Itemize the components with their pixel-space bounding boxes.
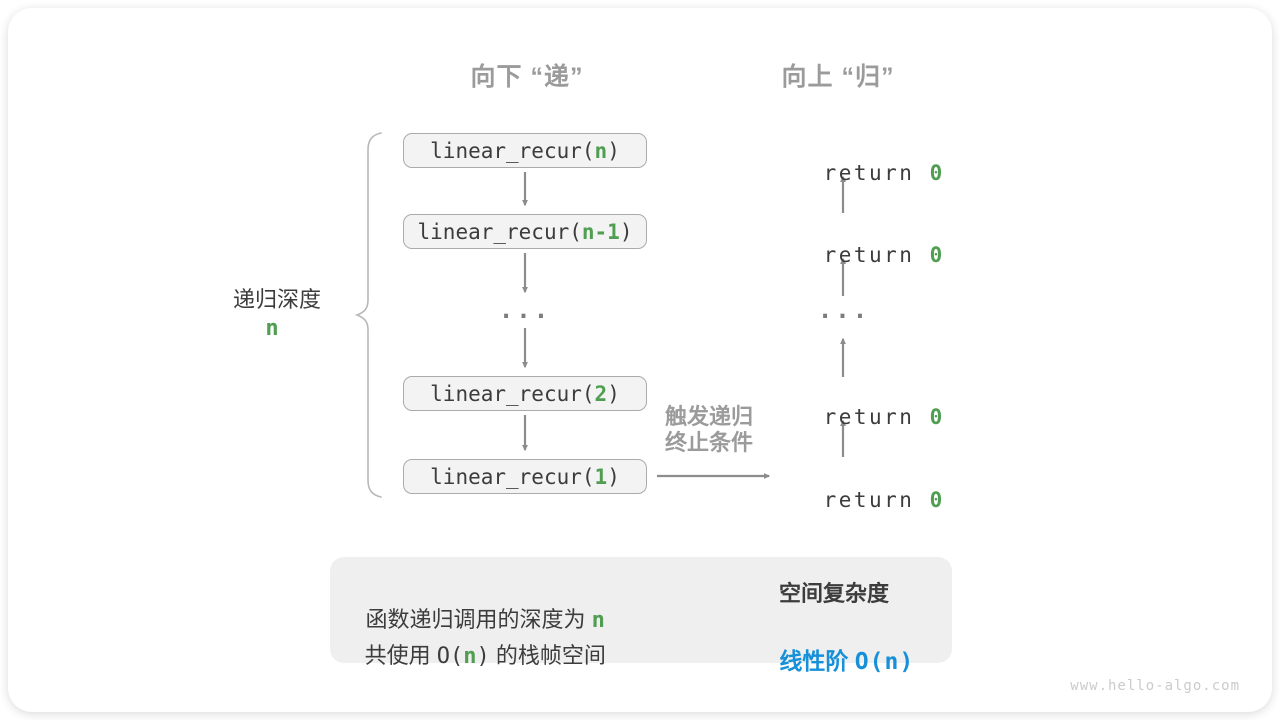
call-box-n: linear_recur(n) [403,133,647,168]
trigger-line-1: 触发递归 [664,404,753,429]
return-row-4: return 0 [763,464,943,536]
return-row-2: return 0 [763,219,943,291]
call-text: linear_recur( [430,381,595,406]
call-arg: n-1 [581,219,620,244]
return-keyword: return [823,488,930,512]
return-keyword: return [823,243,930,267]
trigger-line-2: 终止条件 [664,430,753,455]
call-text: linear_recur( [430,138,595,163]
result-big-o: O(n) [854,649,915,675]
summary-n: n [591,608,605,633]
summary-line-1: 函数递归调用的深度为 n [340,576,606,660]
return-ellipsis: ... [817,296,871,324]
call-arg: 2 [594,381,608,406]
return-value: 0 [929,161,945,185]
summary-n: n [463,644,477,669]
call-text: linear_recur( [430,464,595,489]
header-return-up: 向上 “归” [781,63,895,91]
header-recurse-down: 向下 “递” [470,63,584,91]
depth-value: n [265,316,279,341]
summary-text: 函数递归调用的深度为 [365,607,592,632]
call-text: ) [607,381,620,406]
call-text: ) [607,138,620,163]
call-box-2: linear_recur(2) [403,376,647,411]
trigger-annotation: 触发递归 终止条件 [653,404,765,456]
call-text: ) [607,464,620,489]
return-row-3: return 0 [763,381,943,453]
summary-text: 的栈帧空间 [489,643,606,668]
depth-brace [354,132,382,498]
result-label: 线性阶 [779,648,855,674]
return-row-1: return 0 [763,137,943,209]
call-box-n-1: linear_recur(n-1) [403,214,647,249]
return-value: 0 [929,488,945,512]
call-arg: n [594,138,608,163]
summary-code: ) [476,644,490,669]
call-ellipsis: ... [498,296,552,324]
watermark-url: www.hello-algo.com [1070,678,1240,694]
summary-line-2: 共使用 O(n) 的栈帧空间 [340,612,606,696]
call-text: ) [619,219,633,244]
summary-panel [330,557,952,663]
return-value: 0 [929,405,945,429]
call-arg: 1 [594,464,608,489]
call-text: linear_recur( [417,219,582,244]
summary-text: 共使用 [364,643,437,668]
summary-code: O( [436,644,464,669]
space-complexity-title: 空间复杂度 [778,581,889,606]
call-box-1: linear_recur(1) [403,459,647,494]
depth-label: 递归深度 [232,287,321,312]
return-keyword: return [823,405,930,429]
space-complexity-result: 线性阶 O(n) [734,615,934,703]
return-keyword: return [823,161,930,185]
return-value: 0 [929,243,945,267]
